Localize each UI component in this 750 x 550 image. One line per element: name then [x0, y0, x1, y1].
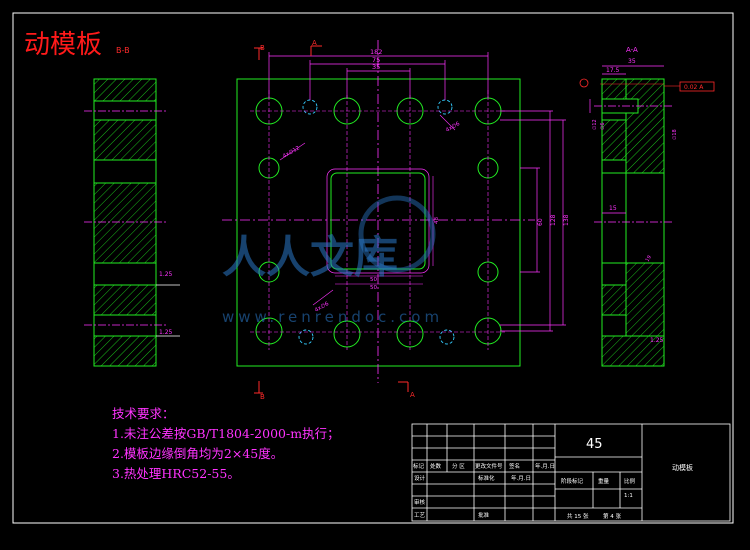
- svg-text:∅6: ∅6: [600, 122, 606, 130]
- svg-text:A-A: A-A: [626, 46, 638, 54]
- svg-text:35: 35: [372, 63, 380, 71]
- svg-text:1.25: 1.25: [159, 329, 173, 336]
- tb-row-design: 设计: [414, 476, 426, 482]
- tb-row-date: 年.月.日: [511, 476, 531, 482]
- tb-row-standard: 标准化: [478, 476, 495, 482]
- svg-text:128: 128: [550, 214, 557, 226]
- tb-row-review: 审核: [414, 500, 426, 506]
- tech-item: 1.未注公差按GB/T1804-2000-m执行；: [112, 426, 340, 441]
- svg-text:∅12: ∅12: [592, 119, 598, 130]
- svg-text:15: 15: [609, 205, 617, 212]
- tb-header-count: 处数: [430, 464, 442, 470]
- tb-weight: 重量: [598, 479, 610, 485]
- tb-header-mark: 标记: [413, 464, 425, 470]
- drawing-frame: [12, 12, 734, 524]
- svg-text:17.5: 17.5: [606, 67, 620, 74]
- tb-header-date: 年.月.日: [535, 464, 555, 470]
- svg-text:50: 50: [370, 277, 377, 283]
- section-view-bb: 1.25 1.25: [84, 78, 180, 367]
- svg-text:138: 138: [563, 214, 570, 226]
- part-name: 动模板: [672, 464, 693, 472]
- drawing-title: 动模板: [24, 30, 103, 60]
- cut-mark-b: B: [260, 44, 265, 52]
- tb-scale: 比例: [624, 479, 636, 485]
- tech-heading: 技术要求：: [112, 406, 175, 421]
- watermark-url: www.renrendoc.com: [222, 308, 443, 326]
- tech-item: 2.模板边缘倒角均为2×45度。: [112, 446, 284, 461]
- svg-text:0.02 A: 0.02 A: [684, 84, 704, 91]
- svg-text:B: B: [260, 393, 265, 401]
- section-label-bb: B-B: [116, 46, 130, 55]
- svg-text:182: 182: [370, 48, 382, 56]
- svg-text:4x∅12: 4x∅12: [282, 145, 301, 159]
- plan-view: 50 50 48: [222, 39, 570, 401]
- tb-header-doc: 更改文件号: [475, 464, 503, 470]
- svg-text:19: 19: [645, 254, 653, 263]
- tb-row-approve: 批准: [478, 513, 490, 519]
- tb-sheet-no: 第 4 张: [603, 514, 621, 520]
- svg-text:A: A: [410, 391, 415, 399]
- svg-text:∅18: ∅18: [672, 129, 678, 140]
- title-block: [411, 423, 731, 522]
- section-view-aa: A-A 35 17.5 15 ∅12 ∅6 ∅18 19 1.25 0.02 A: [579, 46, 715, 367]
- cut-mark-a: A: [312, 39, 317, 47]
- tb-scale-value: 1:1: [624, 493, 633, 499]
- tb-sheet-total: 共 15 张: [567, 514, 589, 520]
- svg-text:1.25: 1.25: [159, 271, 173, 278]
- material-value: 45: [586, 437, 603, 452]
- tb-header-zone: 分 区: [452, 464, 465, 470]
- svg-text:1.25: 1.25: [650, 337, 664, 344]
- svg-text:35: 35: [628, 58, 636, 65]
- svg-text:60: 60: [537, 218, 544, 226]
- tb-header-sign: 签名: [509, 464, 521, 470]
- tech-requirements: 技术要求： 1.未注公差按GB/T1804-2000-m执行； 2.模板边缘倒角…: [112, 404, 340, 484]
- svg-text:75: 75: [372, 56, 380, 64]
- tech-item: 3.热处理HRC52-55。: [112, 466, 240, 481]
- svg-text:50: 50: [370, 285, 377, 291]
- tb-row-process: 工艺: [414, 513, 426, 519]
- watermark-brand: 人人文库: [222, 232, 398, 283]
- tb-stage-mark: 阶段标记: [561, 479, 584, 485]
- svg-text:48: 48: [434, 217, 440, 224]
- watermark: [358, 195, 436, 273]
